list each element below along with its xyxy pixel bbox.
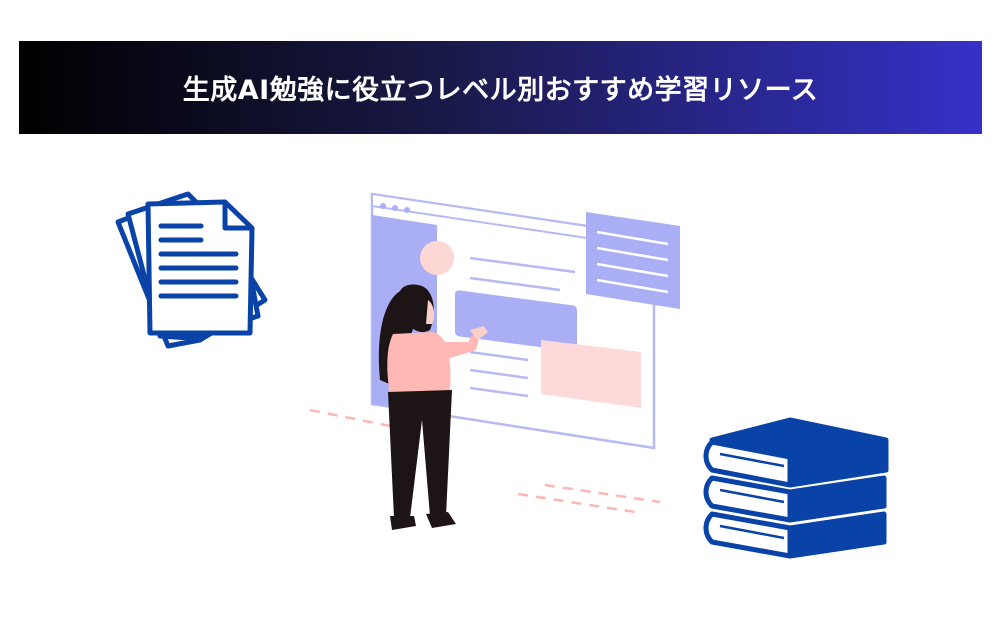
decorative-dashes (309, 408, 661, 514)
book-stack-icon (703, 417, 889, 559)
woman-pointing-illustration (378, 284, 488, 530)
page-title: 生成AI勉強に役立つレベル別おすすめ学習リソース (182, 75, 819, 106)
document-stack-icon (115, 191, 268, 349)
title-banner: 生成AI勉強に役立つレベル別おすすめ学習リソース (19, 41, 982, 134)
floating-card (586, 212, 680, 309)
